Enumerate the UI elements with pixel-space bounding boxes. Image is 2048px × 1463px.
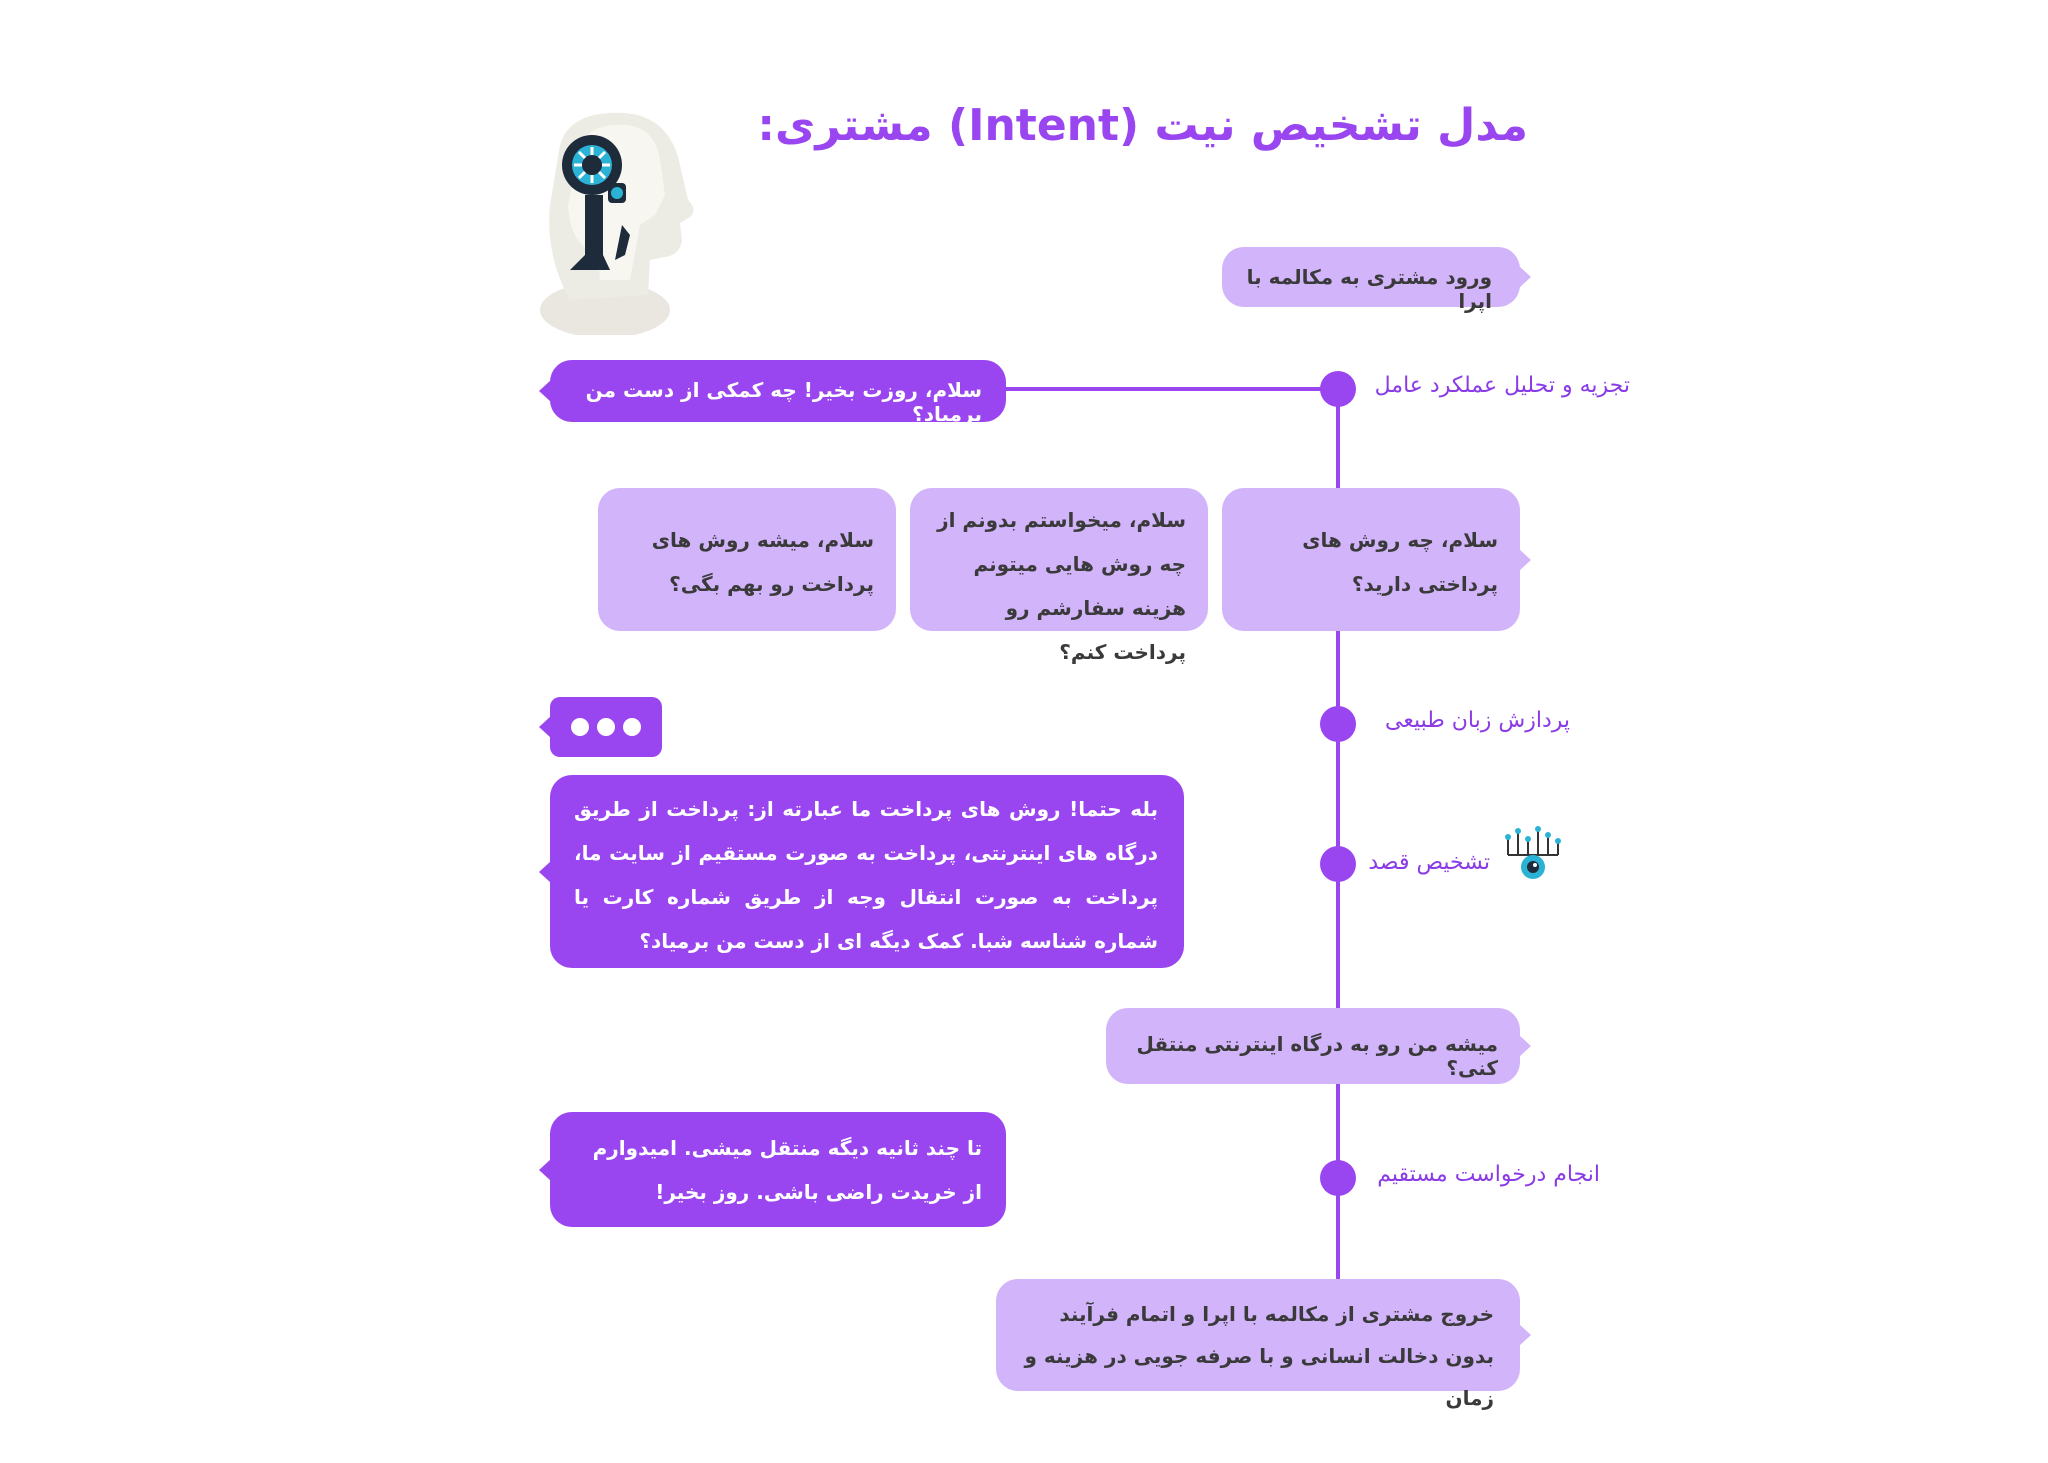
answer-bubble: بله حتما! روش های پرداخت ما عبارته از: پ… xyxy=(539,775,1184,968)
typing-dots-icon xyxy=(550,697,662,757)
step-request-label: انجام درخواست مستقیم xyxy=(1377,1162,1600,1187)
customer-message-1-text: سلام، چه روش های پرداختی دارید؟ xyxy=(1302,528,1498,596)
entry-text: ورود مشتری به مکالمه با اپرا xyxy=(1246,265,1492,313)
customer-message-3: سلام، میشه روش های پرداخت رو بهم بگی؟ xyxy=(598,488,896,631)
greeting-bubble: سلام، روزت بخیر! چه کمکی از دست من برمیا… xyxy=(539,360,1006,426)
timeline-node-request xyxy=(1320,1160,1356,1196)
transfer-request-bubble: میشه من رو به درگاه اینترنتی منتقل کنی؟ xyxy=(1106,1008,1531,1084)
timeline-line xyxy=(1336,390,1340,1290)
step-analysis-label: تجزیه و تحلیل عملکرد عامل xyxy=(1374,373,1630,398)
step-nlp-label: پردازش زبان طبیعی xyxy=(1385,708,1570,733)
customer-message-2-text: سلام، میخواستم بدونم از چه روش هایی میتو… xyxy=(937,508,1186,664)
timeline-connector xyxy=(1000,387,1338,391)
ai-eye-circuit-icon xyxy=(1500,825,1566,881)
typing-indicator xyxy=(539,697,662,757)
timeline-node-intent xyxy=(1320,846,1356,882)
transfer-reply-text: تا چند ثانیه دیگه منتقل میشی. امیدوارم ا… xyxy=(592,1136,982,1204)
timeline-node-nlp xyxy=(1320,706,1356,742)
exit-bubble: خروج مشتری از مکالمه با اپرا و اتمام فرآ… xyxy=(996,1279,1531,1410)
greeting-text: سلام، روزت بخیر! چه کمکی از دست من برمیا… xyxy=(585,378,982,426)
transfer-request-text: میشه من رو به درگاه اینترنتی منتقل کنی؟ xyxy=(1136,1032,1499,1080)
step-intent-label: تشخیص قصد xyxy=(1368,850,1490,875)
answer-text: بله حتما! روش های پرداخت ما عبارته از: پ… xyxy=(574,797,1158,953)
timeline-node-analysis xyxy=(1320,371,1356,407)
customer-message-3-text: سلام، میشه روش های پرداخت رو بهم بگی؟ xyxy=(651,528,874,596)
entry-bubble: ورود مشتری به مکالمه با اپرا xyxy=(1222,247,1531,313)
page-title: مدل تشخیص نیت (Intent) مشتری: xyxy=(757,100,1528,151)
customer-message-1: سلام، چه روش های پرداختی دارید؟ xyxy=(1222,488,1531,631)
exit-text: خروج مشتری از مکالمه با اپرا و اتمام فرآ… xyxy=(1024,1302,1494,1410)
ai-robot-head-icon xyxy=(530,105,700,338)
transfer-reply-bubble: تا چند ثانیه دیگه منتقل میشی. امیدوارم ا… xyxy=(539,1112,1006,1227)
customer-message-2: سلام، میخواستم بدونم از چه روش هایی میتو… xyxy=(910,488,1208,664)
